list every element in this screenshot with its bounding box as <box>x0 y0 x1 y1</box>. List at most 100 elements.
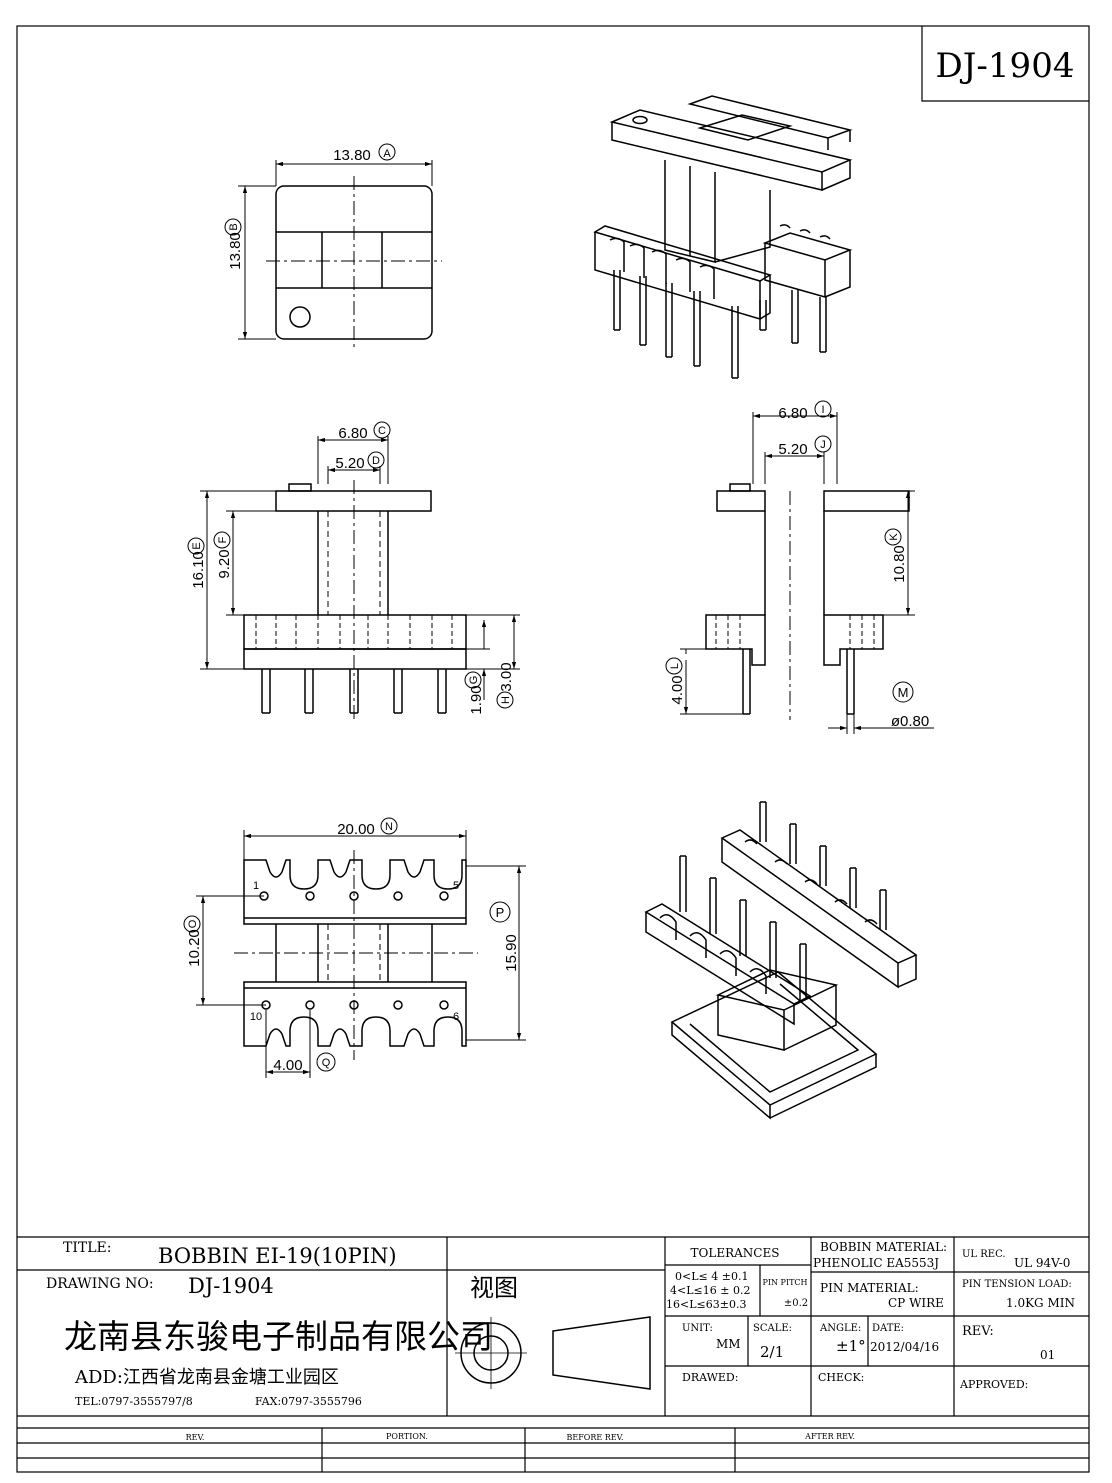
dim-b-mark: B <box>228 223 240 230</box>
dim-a-mark: A <box>383 148 391 160</box>
dim-e-value: 16.10 <box>190 551 207 589</box>
isometric-view-top <box>593 95 853 379</box>
dim-a-value: 13.80 <box>333 147 371 164</box>
dim-c-mark: C <box>378 425 386 437</box>
dim-d-mark-circle <box>367 451 385 469</box>
bottom-view <box>196 830 526 1078</box>
pin-tension-label: PIN TENSION LOAD: <box>962 1279 1072 1290</box>
pin-label-5: 5 <box>453 880 459 892</box>
date-label: DATE: <box>872 1323 904 1334</box>
dim-o-mark: O <box>187 919 199 928</box>
pin1-mark-circle <box>289 306 311 328</box>
rev-value: 01 <box>1040 1348 1055 1362</box>
dim-o-value: 10.20 <box>186 929 203 967</box>
title-block <box>17 1236 1089 1472</box>
company-address: ADD:江西省龙南县金塘工业园区 <box>74 1367 339 1388</box>
portion-column-header: PORTION. <box>386 1432 428 1441</box>
dim-f-mark: F <box>217 536 229 543</box>
dim-p-mark: P <box>496 905 505 920</box>
scale-label: SCALE: <box>753 1323 792 1334</box>
bobbin-material-label: BOBBIN MATERIAL: <box>820 1240 947 1254</box>
top-view <box>238 160 442 348</box>
unit-label: UNIT: <box>682 1323 713 1334</box>
bobbin-material-value: PHENOLIC EA5553J <box>813 1256 939 1270</box>
company-name: 龙南县东骏电子制品有限公司 <box>64 1317 493 1356</box>
view-label: 视图 <box>470 1274 518 1302</box>
pin-material-label: PIN MATERIAL: <box>820 1281 919 1295</box>
dim-f-value: 9.20 <box>216 549 233 578</box>
pin-tension-value: 1.0KG MIN <box>1006 1296 1075 1310</box>
dim-e-mark-circle <box>187 537 205 555</box>
dim-c-value: 6.80 <box>338 425 367 442</box>
pin-label-1: 1 <box>253 880 259 892</box>
rev-column-header: REV. <box>186 1433 205 1442</box>
title-block-text: TITLE: BOBBIN EI-19(10PIN) DRAWING NO: D… <box>46 1240 1075 1442</box>
dim-b-value: 13.80 <box>227 232 244 270</box>
dim-g-value: 1.90 <box>468 685 485 714</box>
drawing-code: DJ-1904 <box>936 46 1075 86</box>
dim-h-mark: H <box>500 696 512 704</box>
dim-n-mark: N <box>385 821 393 833</box>
dim-e-mark: E <box>191 542 203 549</box>
scale-value: 2/1 <box>760 1343 784 1361</box>
dim-g-mark: G <box>468 676 480 685</box>
title-label: TITLE: <box>63 1240 111 1256</box>
dim-l-mark-circle <box>665 657 683 675</box>
ul-rec-value: UL 94V-0 <box>1014 1256 1070 1270</box>
dim-j-mark-circle <box>814 435 832 453</box>
dim-b-mark-circle <box>224 218 242 236</box>
ul-rec-label: UL REC. <box>962 1249 1006 1260</box>
tolerance-row-1: 0<L≤ 4 ±0.1 <box>675 1270 748 1283</box>
dim-k-value: 10.80 <box>891 545 908 583</box>
dim-m-mark: M <box>898 685 909 700</box>
dim-q-mark-circle <box>316 1052 336 1072</box>
dim-g-mark-circle <box>464 671 482 689</box>
drawed-label: DRAWED: <box>682 1371 738 1384</box>
dim-d-value: 5.20 <box>335 455 364 472</box>
pin-material-value: CP WIRE <box>888 1296 944 1310</box>
pin-pitch-label: PIN PITCH <box>762 1278 807 1287</box>
side-view <box>680 412 934 734</box>
drawing-code-box: DJ-1904 <box>921 26 1089 102</box>
dim-h-mark-circle <box>496 691 514 709</box>
dim-n-mark-circle <box>380 817 398 835</box>
tolerance-row-3: 16<L≤63±0.3 <box>666 1298 746 1311</box>
check-label: CHECK: <box>818 1371 864 1384</box>
dim-q-value: 4.00 <box>273 1057 302 1074</box>
dim-h-value: 3.00 <box>498 662 515 691</box>
tolerances-label: TOLERANCES <box>691 1246 780 1260</box>
dim-a-mark-circle <box>378 143 396 161</box>
dim-j-value: 5.20 <box>778 441 807 458</box>
rev-label: REV: <box>962 1324 994 1339</box>
isometric-view-bottom <box>644 801 918 1120</box>
dim-i-mark-circle <box>814 400 832 418</box>
unit-value: MM <box>716 1337 741 1351</box>
dim-k-mark-circle <box>884 528 902 546</box>
top-view-labels: 13.80 A 13.80 B <box>224 143 396 270</box>
angle-label: ANGLE: <box>819 1323 861 1334</box>
dim-l-mark: L <box>669 663 681 669</box>
tolerance-row-2: 4<L≤16 ± 0.2 <box>670 1284 750 1297</box>
side-view-labels: 6.80 I 5.20 J 10.80 K 4.00 L M ø0.80 <box>665 400 929 730</box>
after-rev-column-header: AFTER REV. <box>804 1432 855 1441</box>
front-view <box>200 436 520 720</box>
dim-d-mark: D <box>372 455 380 467</box>
dim-q-mark: Q <box>322 1057 331 1069</box>
approved-label: APPROVED: <box>959 1378 1028 1391</box>
dim-o-mark-circle <box>183 915 201 933</box>
pin-pitch-value: ±0.2 <box>784 1298 808 1309</box>
title-value: BOBBIN EI-19(10PIN) <box>158 1244 397 1268</box>
company-fax: FAX:0797-3555796 <box>255 1395 362 1408</box>
pin-label-10: 10 <box>250 1011 262 1023</box>
dim-c-mark-circle <box>373 421 391 439</box>
dim-i-value: 6.80 <box>778 405 807 422</box>
before-rev-column-header: BEFORE REV. <box>566 1433 623 1442</box>
dim-k-mark: K <box>888 533 900 541</box>
front-view-labels: 6.80 C 5.20 D 16.10 E 9.20 F 1.90 G 3.00… <box>187 421 515 715</box>
bottom-view-labels: 20.00 N 10.20 O P 15.90 4.00 Q 1 5 6 10 <box>183 817 520 1074</box>
pin-label-6: 6 <box>453 1011 459 1023</box>
dim-i-mark: I <box>821 404 824 416</box>
angle-value: ±1° <box>836 1337 866 1355</box>
drawing-no-value: DJ-1904 <box>188 1274 274 1298</box>
